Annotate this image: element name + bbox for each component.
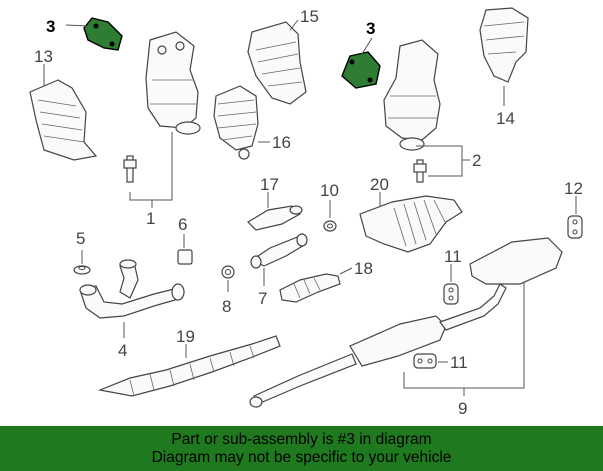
part-5-gasket[interactable] <box>73 265 91 275</box>
leader-15 <box>289 19 299 31</box>
callout-4[interactable]: 4 <box>118 341 127 360</box>
callout-3-left[interactable]: 3 <box>46 17 55 36</box>
part-14-heat-shield[interactable] <box>479 7 529 83</box>
part-9-exhaust-assembly[interactable] <box>249 237 563 408</box>
callout-13[interactable]: 13 <box>34 47 53 66</box>
catalytic-converter-right[interactable] <box>383 39 441 151</box>
callout-8[interactable]: 8 <box>222 297 231 316</box>
part-17-gasket[interactable] <box>247 205 303 231</box>
callout-7[interactable]: 7 <box>258 289 267 308</box>
callout-10[interactable]: 10 <box>320 181 339 200</box>
banner-line-1: Part or sub-assembly is #3 in diagram <box>171 431 432 448</box>
part-11-hanger-upper[interactable] <box>443 283 459 305</box>
part-16-heat-shield[interactable] <box>213 85 259 160</box>
callout-1[interactable]: 1 <box>146 209 155 228</box>
callout-11-upper[interactable]: 11 <box>444 247 462 266</box>
info-banner: Part or sub-assembly is #3 in diagram Di… <box>0 426 603 471</box>
callout-17[interactable]: 17 <box>260 175 279 194</box>
callout-12[interactable]: 12 <box>564 179 583 198</box>
catalytic-converter-left[interactable] <box>145 31 201 135</box>
leader-1 <box>129 132 173 201</box>
part-7-pipe[interactable] <box>250 233 308 269</box>
callout-9[interactable]: 9 <box>458 399 467 418</box>
leader-18 <box>339 267 353 275</box>
callout-6[interactable]: 6 <box>178 215 187 234</box>
part-19-heat-shield[interactable] <box>97 335 281 397</box>
part-15-heat-shield[interactable] <box>247 21 307 105</box>
callout-5[interactable]: 5 <box>76 229 85 248</box>
callout-11-lower[interactable]: 11 <box>450 353 468 372</box>
callout-20[interactable]: 20 <box>370 175 389 194</box>
leader-2 <box>416 145 463 177</box>
callout-14[interactable]: 14 <box>496 109 515 128</box>
part-4-front-pipe[interactable] <box>79 259 185 319</box>
callout-3-right[interactable]: 3 <box>366 19 375 38</box>
callout-15[interactable]: 15 <box>300 7 319 26</box>
part-12-hanger[interactable] <box>567 215 583 239</box>
part-13-heat-shield[interactable] <box>29 79 98 161</box>
part-18-pipe[interactable] <box>279 273 341 303</box>
part-6-clamp[interactable] <box>177 249 193 265</box>
callout-16[interactable]: 16 <box>272 133 291 152</box>
part-20-heat-shield[interactable] <box>359 195 463 253</box>
part-8-nut[interactable] <box>221 265 235 279</box>
exhaust-parts-diagram: 3 3 13 1 15 16 <box>29 7 583 418</box>
callout-19[interactable]: 19 <box>176 327 195 346</box>
part-3-bracket-right[interactable] <box>341 51 381 89</box>
oxygen-sensor-right[interactable] <box>413 159 427 183</box>
banner-line-2: Diagram may not be specific to your vehi… <box>151 449 452 466</box>
part-11-hanger-lower[interactable] <box>413 353 437 369</box>
part-10-nut[interactable] <box>323 220 337 232</box>
part-3-bracket-left[interactable] <box>83 17 123 51</box>
oxygen-sensor-left[interactable] <box>123 155 137 183</box>
leader-3b <box>361 37 373 55</box>
callout-18[interactable]: 18 <box>354 259 373 278</box>
leader-3a <box>65 24 89 27</box>
callout-2[interactable]: 2 <box>472 151 481 170</box>
